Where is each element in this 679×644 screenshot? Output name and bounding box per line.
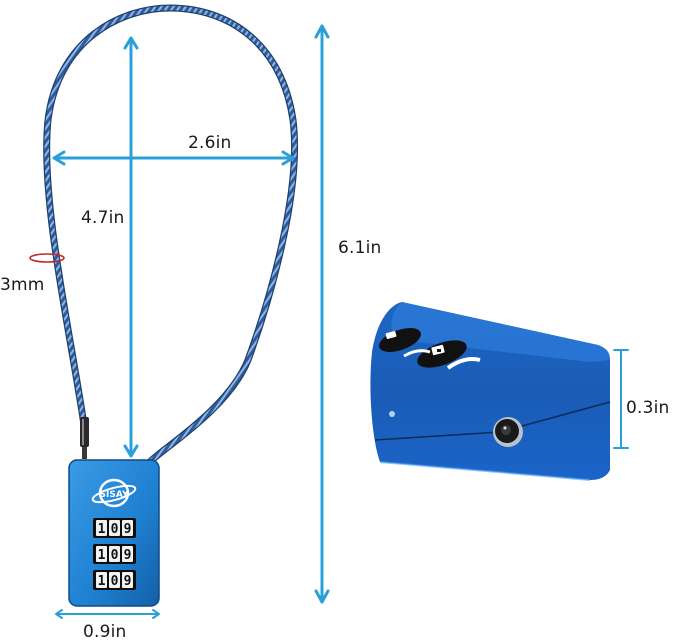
- cable-ferrule: [80, 417, 89, 459]
- dial-digit: 1: [98, 574, 106, 589]
- dial-digit: 9: [124, 548, 132, 563]
- dial-wheel: [109, 546, 120, 562]
- thickness-arrow: [613, 349, 629, 449]
- loop-width-arrow: [52, 150, 295, 166]
- cable-diameter-ring: [29, 253, 65, 263]
- cable-loop: [43, 4, 299, 466]
- brand-logo: SISAY: [91, 478, 137, 508]
- dial-wheel: [122, 520, 133, 536]
- dial-wheel: [122, 572, 133, 588]
- reset-hole: [493, 417, 523, 447]
- loop-height-arrow: [123, 36, 139, 458]
- body-thickness-label: 0.3in: [626, 398, 670, 418]
- body-width-arrow: [55, 609, 160, 619]
- dial-digit: 0: [111, 522, 119, 537]
- dial-digit: 0: [111, 574, 119, 589]
- cable-diameter-label: 3mm: [0, 275, 45, 295]
- body-width-label: 0.9in: [83, 622, 127, 642]
- brand-logo-text: SISAY: [100, 490, 129, 500]
- loop-width-label: 2.6in: [188, 133, 232, 153]
- loop-height-label: 4.7in: [81, 208, 125, 228]
- lock-side-closeup: [370, 302, 611, 481]
- dial-wheel: [96, 572, 107, 588]
- closeup-dials: [379, 327, 481, 370]
- total-height-arrow: [314, 24, 330, 604]
- dial-wheel: [96, 520, 107, 536]
- dial-digit: 9: [124, 574, 132, 589]
- dial-wheel: [96, 546, 107, 562]
- measure-lines: [52, 24, 629, 619]
- dial-digit: 9: [124, 522, 132, 537]
- total-height-label: 6.1in: [338, 238, 382, 258]
- dial-wheel: [122, 546, 133, 562]
- dial-digit: 1: [98, 522, 106, 537]
- dial-digit: 1: [98, 548, 106, 563]
- dial-wheel: [109, 572, 120, 588]
- dial-wheel: [109, 520, 120, 536]
- dial-digit: 0: [111, 548, 119, 563]
